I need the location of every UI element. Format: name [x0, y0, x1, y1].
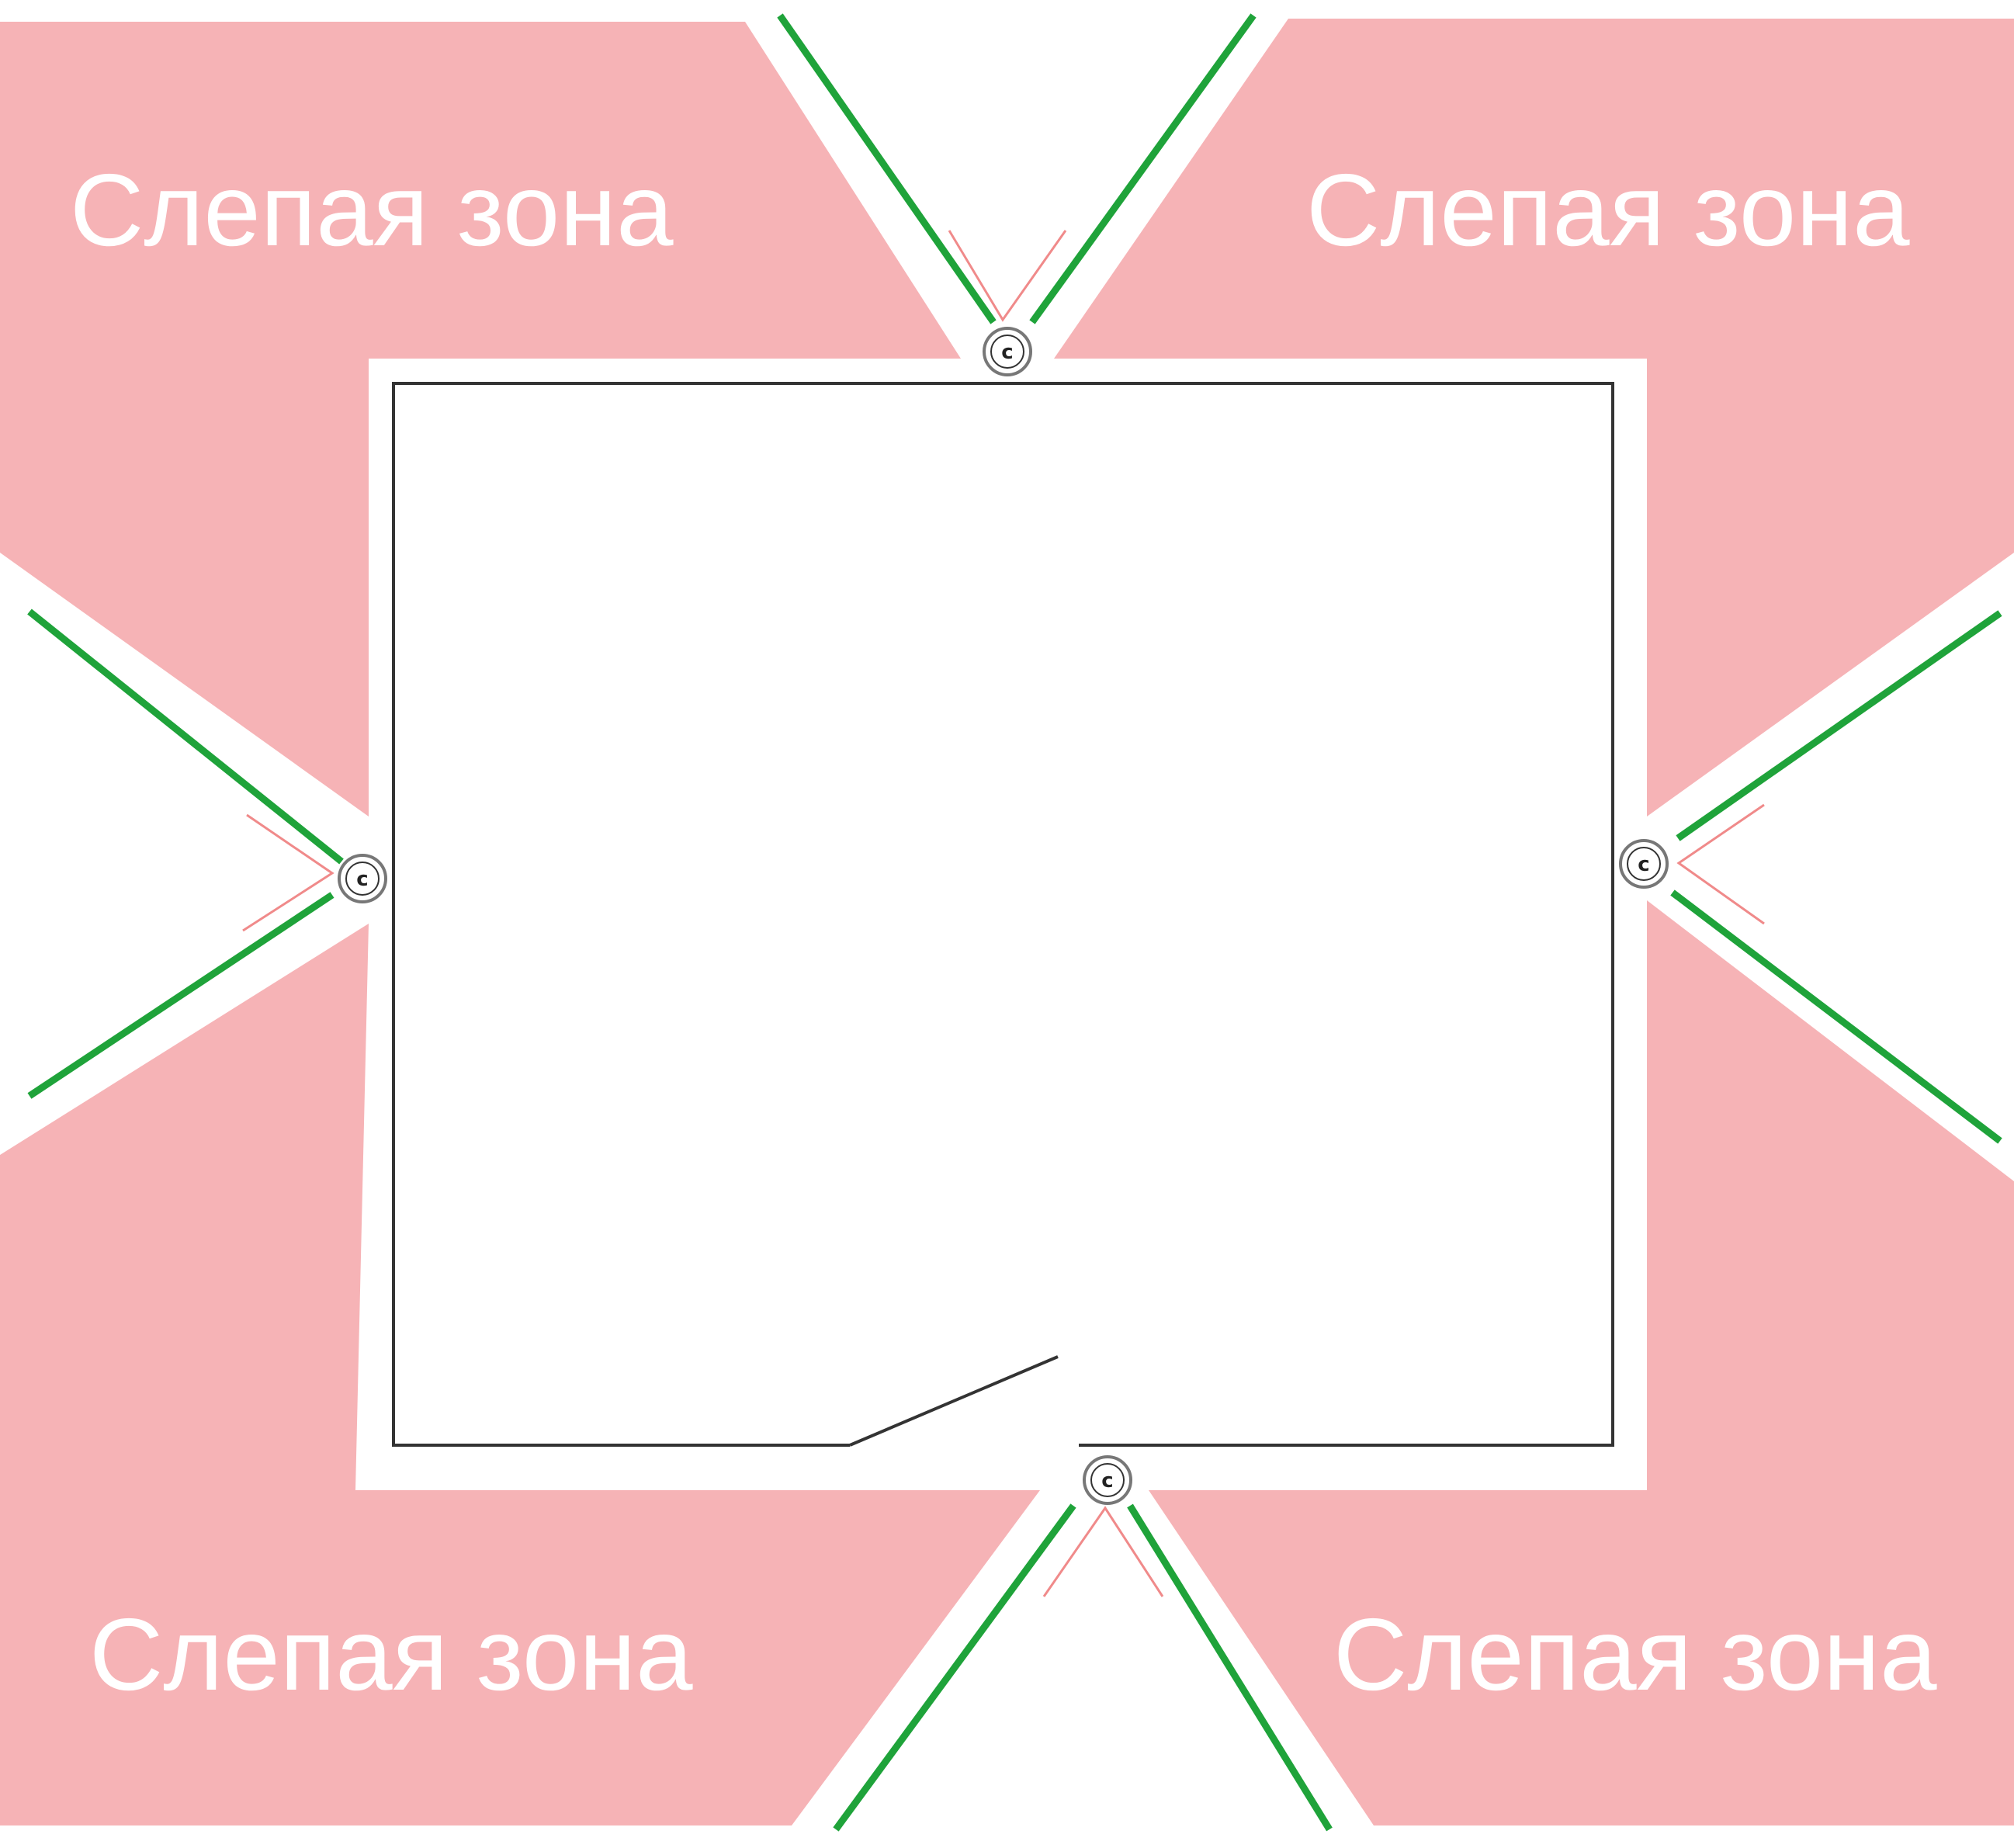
room [369, 359, 1647, 1490]
coverage-line-left-upper [27, 608, 344, 865]
coverage-line-bottom-left [833, 1503, 1076, 1832]
camera-top-letter: c [1001, 341, 1013, 364]
room-wall-band [369, 359, 1647, 1490]
zone-labels: Слепая зона Слепая зона Слепая зона Слеп… [70, 153, 1937, 1711]
camera-left-letter: c [356, 868, 368, 891]
blind-zone-top-left [0, 22, 961, 817]
coverage-line-top-left [777, 13, 997, 324]
near-field-lines [242, 230, 1765, 1597]
label-blind-zone-bottom-left: Слепая зона [89, 1597, 693, 1711]
door [849, 1355, 1059, 1447]
coverage-line-top-right [1029, 13, 1257, 324]
near-field-right [1676, 803, 1765, 925]
coverage-line-bottom-right [1127, 1503, 1333, 1832]
coverage-lines [27, 13, 2002, 1832]
cameras: c c c c [338, 327, 1669, 1505]
blind-zones [0, 19, 2014, 1825]
near-field-left [242, 813, 335, 932]
blind-zone-top-right [1054, 19, 2014, 817]
blind-zone-bottom-right [1149, 900, 2014, 1825]
room-wall-outline [392, 382, 1614, 1447]
camera-bottom-icon: c [1083, 1455, 1132, 1505]
near-field-bottom [1042, 1506, 1164, 1597]
camera-top-icon: c [983, 327, 1032, 376]
coverage-line-left-lower [27, 892, 335, 1099]
label-blind-zone-bottom-right: Слепая зона [1333, 1597, 1937, 1711]
label-blind-zone-top-left: Слепая зона [70, 153, 674, 267]
camera-bottom-letter: c [1101, 1469, 1113, 1493]
coverage-line-right-upper [1676, 610, 2002, 841]
label-blind-zone-top-right: Слепая зона [1306, 153, 1910, 267]
camera-right-letter: c [1638, 853, 1649, 876]
near-field-top [948, 230, 1067, 322]
camera-left-icon: c [338, 854, 387, 903]
camera-right-icon: c [1619, 839, 1669, 889]
blind-zone-bottom-left [0, 924, 1040, 1825]
coverage-line-right-lower [1670, 889, 2002, 1144]
